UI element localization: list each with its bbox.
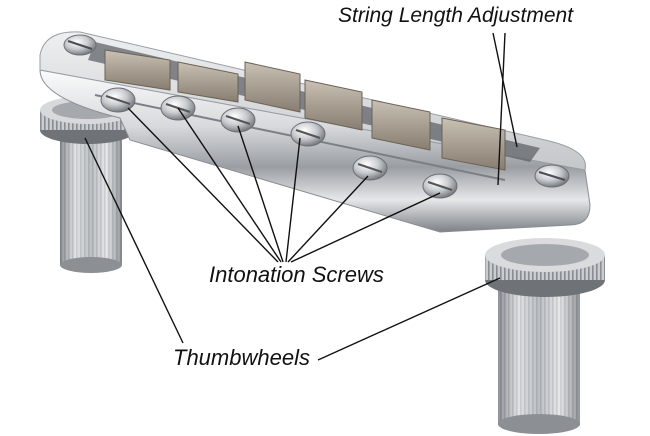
right-thumbwheel: [485, 238, 605, 297]
thumbwheel-callout-line-left: [84, 137, 184, 344]
end-screw-left: [63, 34, 97, 56]
thumbwheel-callout-line-right: [317, 277, 501, 361]
label-intonation-screws: Intonation Screws: [209, 262, 384, 287]
intonation-callout-line-6: [290, 192, 441, 263]
intonation-screw-heads: [100, 87, 458, 199]
string-length-callout-line-2: [497, 32, 506, 186]
saddles: [104, 49, 506, 171]
right-post: [485, 238, 605, 434]
callout-lines: [84, 32, 518, 361]
label-thumbwheels: Thumbwheels: [173, 345, 310, 370]
intonation-callout-line-1: [127, 107, 279, 263]
end-screw-right: [534, 164, 570, 188]
intonation-callout-line-2: [177, 107, 282, 263]
intonation-callout-line-3: [237, 125, 284, 263]
intonation-callout-line-4: [285, 137, 301, 263]
label-string-length-adjustment: String Length Adjustment: [338, 4, 574, 27]
string-length-callout-line-1: [492, 32, 518, 148]
intonation-callout-line-5: [287, 175, 369, 263]
